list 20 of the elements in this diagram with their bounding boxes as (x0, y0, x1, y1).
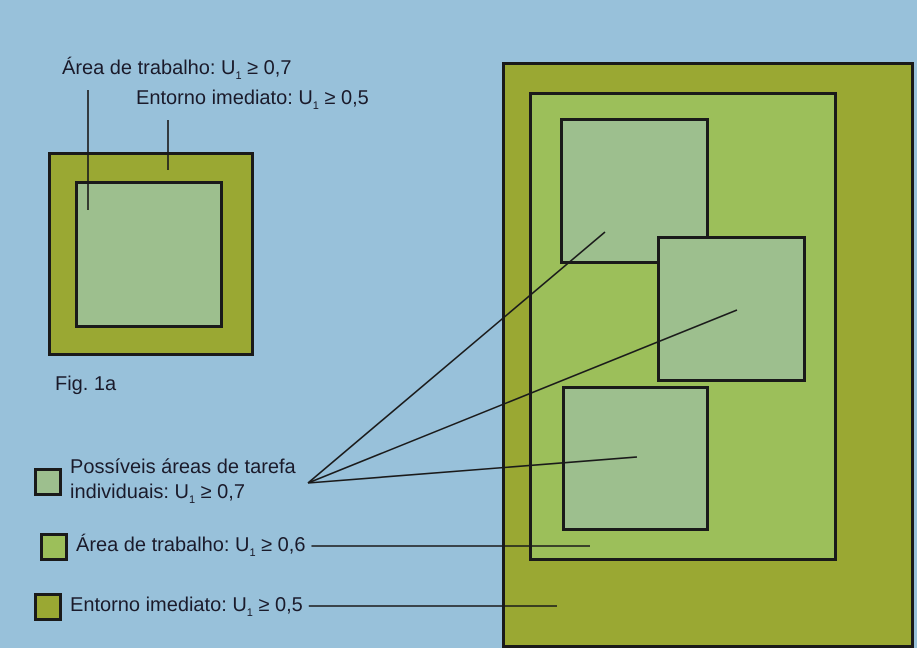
legend-label: Possíveis áreas de tarefa individuais: U$_{1}$ ≥ 0,7 (70, 455, 302, 513)
surrounding-area-rectangle (502, 62, 914, 648)
legend-label: Área de trabalho: U$_{1}$ ≥ 0,6 (76, 533, 306, 566)
task-area-square (560, 118, 709, 264)
leader-line (308, 309, 738, 484)
surrounding-area-square (48, 152, 254, 356)
callout-label: Entorno imediato: U$_{1}$ ≥ 0,5 (136, 86, 369, 119)
task-area-square (657, 236, 806, 382)
callout-label: Área de trabalho: U$_{1}$ ≥ 0,7 (62, 56, 292, 89)
leader-line (308, 456, 638, 484)
leader-line (311, 545, 590, 547)
work-area-square (75, 181, 223, 328)
leader-line (167, 120, 169, 170)
figure-caption: Fig. 1a (55, 372, 116, 397)
legend-label: Entorno imediato: U$_{1}$ ≥ 0,5 (70, 593, 303, 626)
leader-line (307, 231, 606, 484)
leader-line (308, 605, 557, 607)
task-area-square (562, 386, 709, 531)
work-area-rectangle (529, 92, 837, 561)
leader-line (87, 90, 89, 210)
